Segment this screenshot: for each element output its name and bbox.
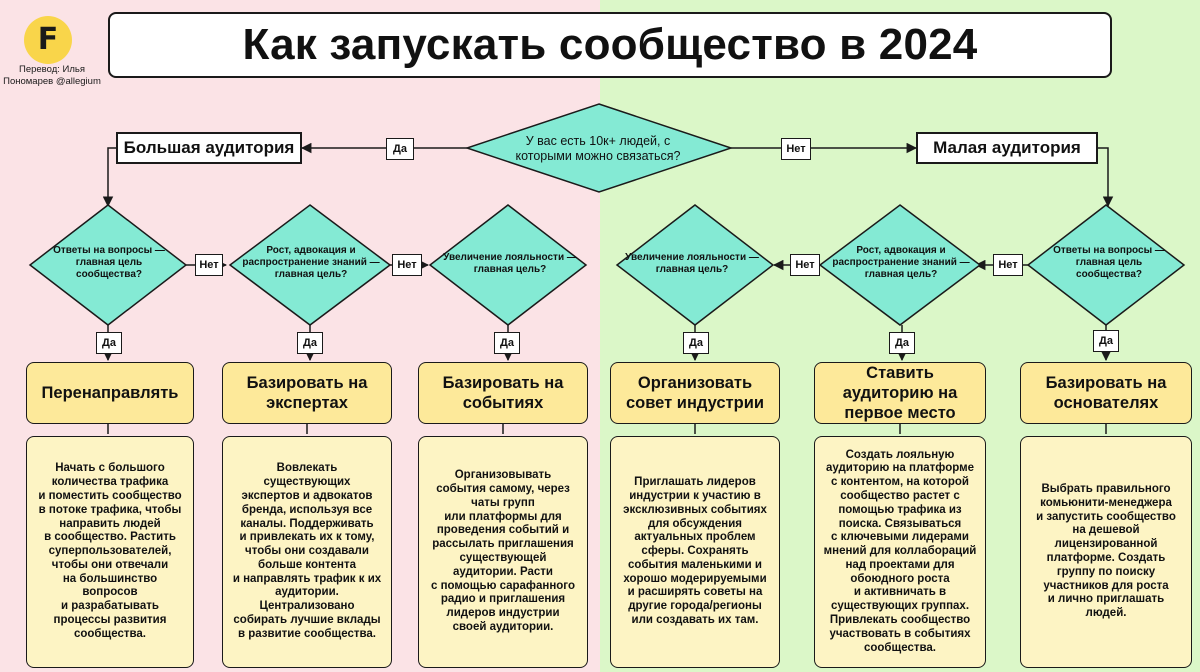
decision-l3-diamond xyxy=(428,204,588,326)
action-audience-first: Ставить аудиторию на первое место xyxy=(814,362,986,424)
page-title-box: Как запускать сообщество в 2024 xyxy=(108,12,1112,78)
decision-r2-diamond xyxy=(818,204,982,326)
page-title: Как запускать сообщество в 2024 xyxy=(242,20,978,69)
decision-r2-no-tag: Нет xyxy=(790,254,820,276)
small-audience-down-line xyxy=(1098,147,1114,208)
decision-l1-diamond xyxy=(28,204,188,326)
decision-r1-text: Ответы на вопросы — главная цель сообщес… xyxy=(1053,245,1165,280)
action-industry-council: Организовать совет индустрии xyxy=(610,362,780,424)
decision-l2-diamond xyxy=(228,204,392,326)
decision-r3-diamond xyxy=(615,204,775,326)
decision-l2-no-tag: Нет xyxy=(392,254,422,276)
decision-l2-text: Рост, адвокация и распространение знаний… xyxy=(242,245,380,280)
action-redirect: Перенаправлять xyxy=(26,362,194,424)
action-experts: Базировать на экспертах xyxy=(222,362,392,424)
logo-letter: F xyxy=(37,22,59,57)
decision-r1-yes-tag: Да xyxy=(1093,330,1119,352)
decision-r3-yes-tag: Да xyxy=(683,332,709,354)
big-audience-down-line xyxy=(102,147,116,208)
action-events: Базировать на событиях xyxy=(418,362,588,424)
root-no-tag: Нет xyxy=(781,138,811,160)
desc-redirect: Начать с большого количества трафика и п… xyxy=(26,436,194,668)
root-yes-tag: Да xyxy=(386,138,414,160)
desc-experts: Вовлекать существующих экспертов и адвок… xyxy=(222,436,392,668)
root-question-text: У вас есть 10к+ людей, с которыми можно … xyxy=(515,134,681,163)
decision-l1-no-tag: Нет xyxy=(195,254,223,276)
small-audience-box: Малая аудитория xyxy=(916,132,1098,164)
desc-industry-council: Приглашать лидеров индустрии к участию в… xyxy=(610,436,780,668)
decision-l1-text: Ответы на вопросы — главная цель сообщес… xyxy=(53,245,165,280)
root-question-diamond xyxy=(464,103,734,193)
decision-r1-diamond xyxy=(1026,204,1186,326)
desc-audience-first: Создать лояльную аудиторию на платформе … xyxy=(814,436,986,668)
action-founders: Базировать на основателях xyxy=(1020,362,1192,424)
decision-l2-yes-tag: Да xyxy=(297,332,323,354)
decision-l3-text: Увеличение лояльности — главная цель? xyxy=(443,252,577,275)
big-audience-box: Большая аудитория xyxy=(116,132,302,164)
decision-l1-yes-tag: Да xyxy=(96,332,122,354)
decision-r1-no-tag: Нет xyxy=(993,254,1023,276)
decision-r2-text: Рост, адвокация и распространение знаний… xyxy=(832,245,970,280)
desc-events: Организовывать события самому, через чат… xyxy=(418,436,588,668)
translator-credit: Перевод: Илья Пономарев @allegium xyxy=(3,64,101,87)
decision-r2-yes-tag: Да xyxy=(889,332,915,354)
desc-founders: Выбрать правильного комьюнити-менеджера … xyxy=(1020,436,1192,668)
logo: F xyxy=(24,16,72,64)
decision-r3-text: Увеличение лояльности — главная цель? xyxy=(625,252,759,275)
decision-l3-yes-tag: Да xyxy=(494,332,520,354)
